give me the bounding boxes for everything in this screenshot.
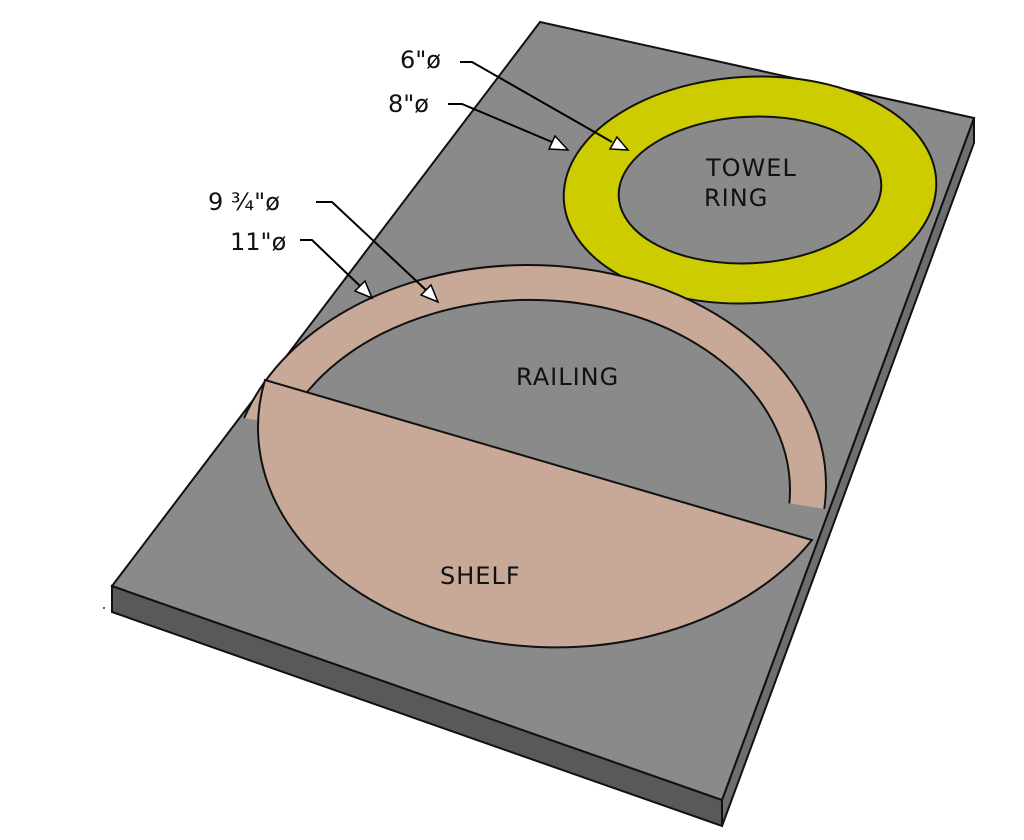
- railing-label: RAILING: [516, 363, 619, 391]
- railing-ring: [228, 264, 828, 540]
- railing-outer-diameter-label: 11"ø: [230, 228, 286, 256]
- leader-line-railing-inner: [316, 201, 427, 291]
- arrowhead-railing-outer: [353, 279, 374, 300]
- leader-line-towel-outer: [448, 103, 553, 143]
- arrowhead-railing-inner: [419, 283, 440, 304]
- towel-outer-diameter-label: 8"ø: [388, 90, 429, 118]
- leader-line-railing-outer: [300, 239, 361, 287]
- arrowhead-towel-outer: [547, 134, 570, 151]
- shelf-piece: [257, 378, 814, 649]
- arrowhead-towel-inner: [608, 135, 630, 151]
- railing-band: [228, 264, 828, 540]
- stray-dot: [103, 607, 105, 609]
- towel-ring-label-line1: TOWEL: [705, 154, 797, 182]
- towel-inner-diameter-label: 6"ø: [400, 46, 441, 74]
- leader-line-towel-inner: [460, 61, 613, 143]
- shelf-half-circle: [257, 378, 814, 649]
- railing-inner-diameter-label: 9 ¾"ø: [208, 188, 280, 216]
- dimension-callouts: 6"ø 8"ø 9 ¾"ø 11"ø: [208, 46, 630, 304]
- plywood-board: [110, 20, 976, 828]
- shelf-label: SHELF: [440, 562, 521, 590]
- towel-ring-label-line2: RING: [704, 184, 768, 212]
